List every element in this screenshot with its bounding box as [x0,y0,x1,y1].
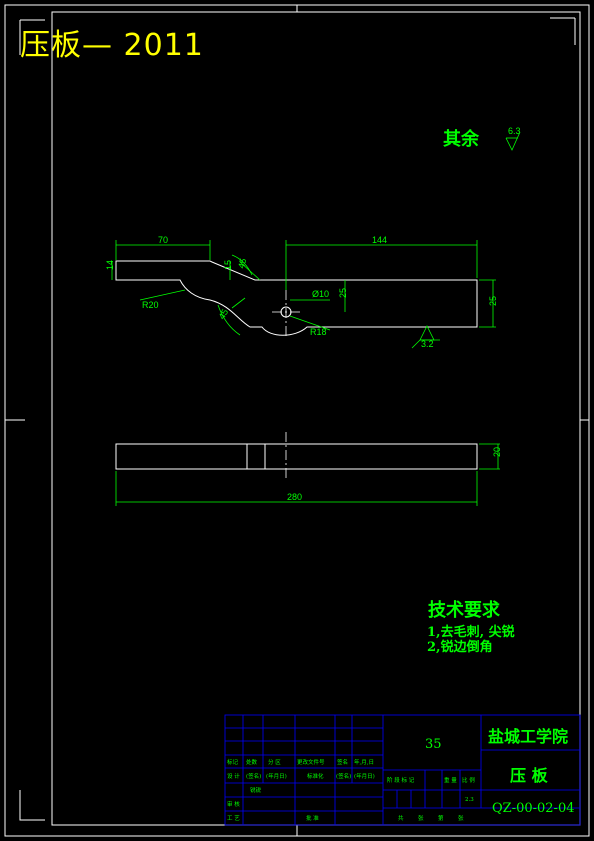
tb-design-1: (签名) [246,772,261,780]
part-front-view [115,260,478,336]
tb-header-0: 标记 [227,758,239,766]
dim-radius-1: R20 [142,300,159,310]
tb-stage-1: 重 量 [444,776,457,784]
part-name: 压 板 [510,766,548,785]
center-lines [272,290,300,480]
tb-stage-2: 比 例 [462,776,475,784]
dim-chamfer-2: 45 [217,307,231,321]
tb-design-4: (签名) [336,772,351,780]
dim-right-height: 25 [488,296,498,306]
tb-standard: 锐锐 [250,786,262,794]
title-block-grid [224,714,581,826]
tb-design-0: 设 计 [227,772,240,780]
tb-header-2: 分 区 [268,758,281,766]
dim-chamfer-1: 45 [236,257,248,269]
tb-header-4: 签名 [337,758,348,766]
dim-hole: Ø10 [312,289,329,299]
roughness-local: 3.2 [421,339,434,349]
drawing-number: QZ-00-02-04 [492,801,575,816]
dimension-texts: 70 144 14 15 45 45 R20 R18 Ø10 25 25 20 … [105,126,521,502]
school-name: 盐城工学院 [488,727,569,746]
dim-step-height: 15 [223,260,233,270]
tb-sheet-2: 第 [438,814,444,822]
tb-header-5: 年,月,日 [354,758,374,766]
dim-top-width: 70 [158,235,168,245]
sheet-border [4,4,590,837]
tech-requirement-item: 1,去毛刺, 尖锐 [427,625,515,640]
tb-process: 工 艺 [227,815,240,822]
dimension-lines [111,131,521,506]
tb-sheet-3: 张 [458,814,464,822]
title-block-texts: 标记 处数 分 区 更改文件号 签名 年,月,日 设 计 (签名) (年月日) … [227,758,475,822]
tb-sheet-0: 共 [398,814,404,822]
tech-requirements-heading: 技术要求 [428,600,500,621]
tb-check: 审 核 [227,800,240,808]
tb-design-2: (年月日) [266,772,287,780]
tb-scale: 2.3 [465,797,474,803]
tech-requirement-item: 2,锐边倒角 [427,640,493,655]
tb-design-3: 标准化 [307,772,324,780]
roughness-value: 6.3 [508,126,521,136]
drawing-title: 压板— 2011 [20,28,204,63]
part-side-view [115,443,478,470]
dim-top-right-length: 144 [372,235,387,245]
dim-hole-offset: 25 [338,288,348,298]
dim-total-length: 280 [287,492,302,502]
roughness-label: 其余 [443,129,479,150]
tb-stage-0: 阶 段 标 记 [387,776,415,784]
material-label: 35 [425,737,442,752]
dim-thickness: 20 [492,447,502,457]
tb-approve: 批 准 [306,814,319,822]
dim-left-height: 14 [105,260,115,270]
tb-header-1: 处数 [246,758,258,766]
tb-design-5: (年月日) [354,772,375,780]
tb-header-3: 更改文件号 [297,758,325,766]
dim-radius-2: R18 [310,327,327,337]
tb-sheet-1: 张 [418,814,424,822]
